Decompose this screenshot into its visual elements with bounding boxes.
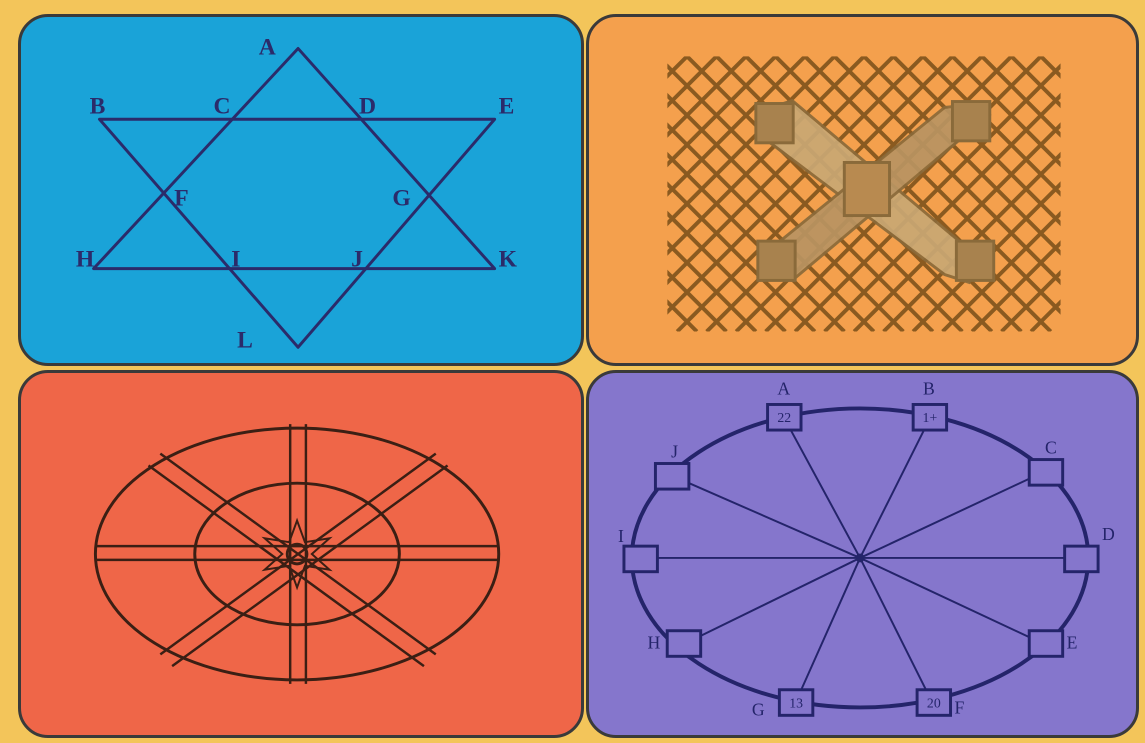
mesh-wire <box>589 56 815 331</box>
box-j <box>655 464 688 490</box>
mesh-wire <box>589 56 667 331</box>
star-label-a: A <box>259 34 276 60</box>
star-label-g: G <box>392 186 410 212</box>
clock-label-b: B <box>923 379 935 399</box>
star-label-h: H <box>76 247 94 273</box>
clock-label-i: I <box>618 526 624 546</box>
mesh-diagram <box>589 17 1136 363</box>
star-upper-triangle <box>94 48 495 268</box>
star-label-l: L <box>237 327 253 353</box>
box-value-a: 22 <box>777 410 791 425</box>
radius-c <box>860 471 1045 558</box>
clock-label-a: A <box>777 379 790 399</box>
star-label-e: E <box>499 93 515 119</box>
clock-label-e: E <box>1067 632 1078 652</box>
radius-a <box>783 416 860 558</box>
clock-diagram: 22 1+ 13 20 A B C D E F G H I J <box>589 373 1136 735</box>
star-label-i: I <box>231 247 240 273</box>
box-d <box>1065 546 1098 572</box>
mesh-puzzle-panel <box>586 14 1139 366</box>
mesh-wire <box>1129 56 1136 331</box>
box-value-f: 20 <box>927 695 941 710</box>
box-c <box>1029 460 1062 486</box>
radius-j <box>671 475 860 558</box>
radius-h <box>683 558 860 645</box>
radius-f <box>860 558 933 704</box>
star-label-k: K <box>499 247 518 273</box>
cross-end-bottom-left <box>758 241 795 280</box>
clock-label-g: G <box>752 699 765 719</box>
mesh-wire <box>1070 56 1136 331</box>
box-value-b: 1+ <box>923 410 938 425</box>
cross-end-bottom-right <box>956 241 993 280</box>
cross-center <box>844 162 889 215</box>
box-h <box>667 631 700 657</box>
star-diagram: A B C D E F G H I J K L <box>21 17 581 363</box>
star-label-f: F <box>174 186 188 212</box>
clock-label-d: D <box>1102 524 1115 544</box>
mesh-wire <box>589 56 687 331</box>
mesh-wire <box>589 56 628 331</box>
star-puzzle-panel: A B C D E F G H I J K L <box>18 14 584 366</box>
radius-b <box>860 416 931 558</box>
mesh-wire <box>1061 56 1136 331</box>
clock-label-c: C <box>1045 438 1057 458</box>
clock-center <box>856 554 864 562</box>
mesh-wire <box>589 56 697 331</box>
box-e <box>1029 631 1062 657</box>
wheel-puzzle-panel <box>18 370 584 738</box>
box-value-g: 13 <box>789 695 803 710</box>
star-label-b: B <box>90 93 106 119</box>
star-lower-triangle <box>99 119 494 347</box>
clock-label-f: F <box>954 697 964 717</box>
box-i <box>624 546 657 572</box>
cross-end-top-left <box>756 104 793 143</box>
mesh-wire <box>1100 56 1136 331</box>
mesh-wire <box>1031 56 1136 331</box>
star-label-d: D <box>359 93 376 119</box>
radius-e <box>860 558 1045 645</box>
radius-g <box>795 558 860 704</box>
clock-label-h: H <box>648 632 661 652</box>
cross-end-top-right <box>952 102 989 141</box>
mesh-wire <box>589 56 658 331</box>
mesh-wire <box>589 56 599 331</box>
wheel-diagram <box>21 373 581 735</box>
star-label-c: C <box>214 93 231 119</box>
clock-label-j: J <box>671 442 678 462</box>
star-label-j: J <box>351 247 363 273</box>
clock-puzzle-panel: 22 1+ 13 20 A B C D E F G H I J <box>586 370 1139 738</box>
